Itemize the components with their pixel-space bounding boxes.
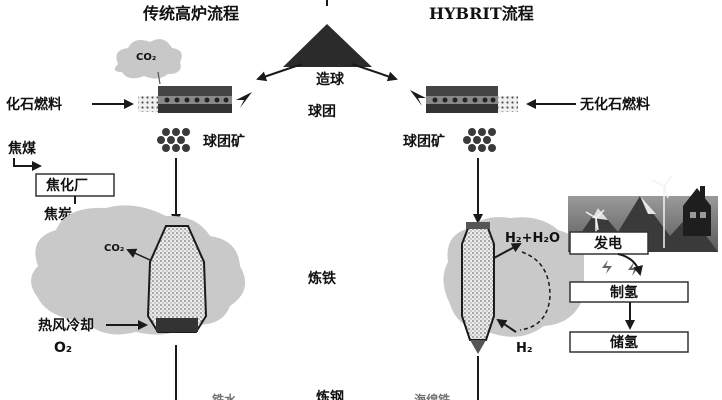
h2-h2o-out-arrow	[493, 243, 522, 259]
o2-label: O₂	[54, 340, 72, 356]
left-co2-cloud	[31, 205, 246, 335]
coke-plant-label: 焦化厂	[45, 177, 88, 194]
left-fuel-label: 化石燃料	[6, 96, 62, 113]
left-kiln-balls	[164, 97, 229, 103]
h2-h2o-label: H₂+H₂O	[505, 231, 560, 246]
right-kiln-feed-arrow	[410, 90, 426, 106]
center-label-ironmaking: 炼铁	[308, 270, 336, 287]
left-pellet-ore-label: 球团矿	[203, 133, 245, 150]
co2-top-label: CO₂	[136, 52, 156, 63]
right-fuel-particles	[498, 96, 518, 112]
hydrogen-storage-box	[569, 331, 689, 353]
shaft-top-cap	[466, 222, 490, 229]
center-label-pellet: 球团	[308, 103, 336, 120]
right-bottom-partial-label: … 海绵铁	[398, 392, 450, 400]
arrow-to-right-pelletizer	[351, 63, 398, 82]
hot-blast-label: 热风冷却	[38, 317, 94, 334]
lightning-icon-1	[602, 260, 612, 274]
shaft-bottom-cone	[470, 340, 486, 354]
right-pellet-ore-icon	[463, 128, 496, 152]
right-kiln-balls	[432, 97, 496, 103]
center-label-steelmaking: 炼钢	[316, 389, 344, 400]
coking-coal-label: 焦煤	[7, 140, 37, 157]
left-fuel-particles	[138, 96, 158, 112]
lightning-icon-2	[628, 262, 638, 276]
co2-cloud-top	[114, 39, 182, 79]
right-title: HYBRIT流程	[429, 4, 534, 23]
right-fuel-label: 无化石燃料	[579, 96, 650, 113]
left-title: 传统高炉流程	[142, 4, 239, 23]
right-kiln-middle	[426, 96, 498, 104]
co2-furnace-label: CO₂	[104, 243, 124, 254]
h2-label: H₂	[516, 341, 533, 356]
coking-coal-arrow	[13, 158, 42, 171]
right-pellet-ore-label: 球团矿	[403, 133, 445, 150]
power-to-hydrogen-arrow	[617, 253, 643, 276]
blast-furnace-hearth	[156, 318, 198, 332]
gas-recycle-loop	[519, 251, 551, 331]
center-label-pelletize: 造球	[316, 71, 345, 88]
right-kiln-bottom	[426, 104, 498, 113]
h2-in-arrow	[496, 318, 517, 333]
direct-reduction-shaft-icon	[461, 227, 495, 341]
left-kiln-feed-arrow	[236, 92, 252, 108]
left-kiln-bottom	[158, 104, 232, 113]
left-bottom-partial-label: … 铁水	[196, 392, 237, 400]
power-box	[569, 231, 649, 255]
power-label: 发电	[593, 235, 622, 252]
left-pellet-ore-icon	[157, 128, 190, 152]
co2-furnace-arrow	[126, 248, 151, 261]
hydrogen-production-label: 制氢	[610, 284, 638, 301]
hydrogen-storage-label: 储氢	[609, 334, 638, 351]
arrow-to-left-pelletizer	[256, 63, 303, 82]
left-kiln-top	[158, 86, 232, 96]
co2-riser-line	[157, 71, 161, 85]
ore-pile-icon	[283, 24, 372, 67]
right-kiln-top	[426, 86, 498, 96]
